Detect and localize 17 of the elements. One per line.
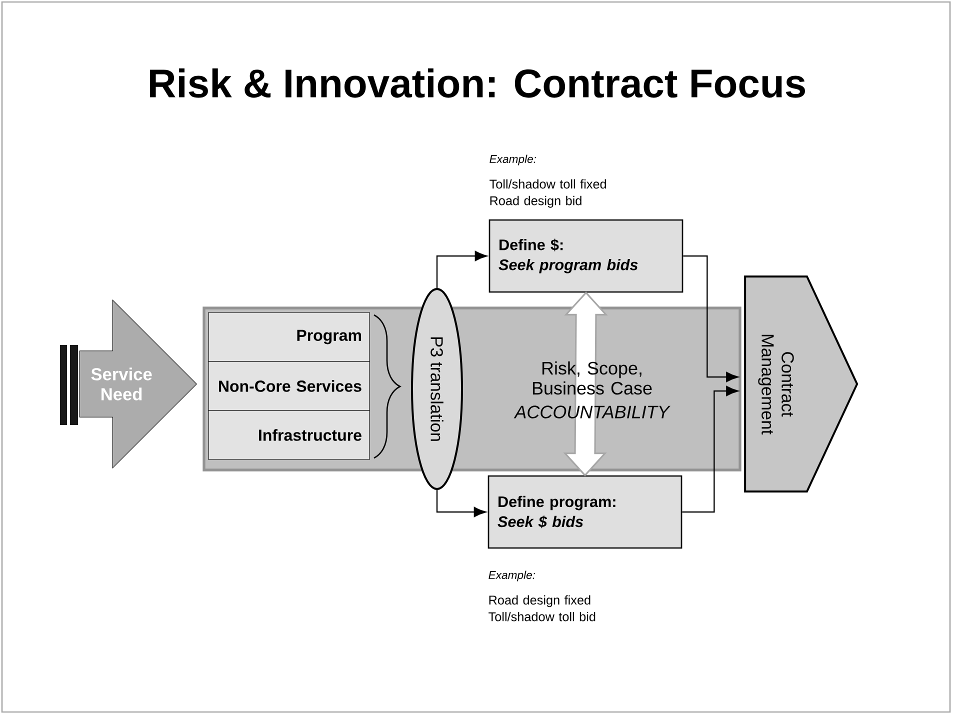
- arrow: [683, 255, 738, 382]
- arrow: [682, 386, 738, 513]
- band-label: ACCOUNTABILITY: [514, 406, 670, 418]
- example-note: Road design fixed Toll/shadow toll bid: [488, 595, 596, 622]
- example-heading: Example:: [490, 154, 536, 166]
- band-label: Risk, Scope, Business Case: [532, 361, 652, 395]
- arrow: [436, 250, 488, 288]
- process-box: Define program: Seek $ bids: [488, 475, 682, 549]
- slide-title: Risk & Innovation: Contract Focus: [150, 68, 805, 98]
- stack-cell: Program: [208, 312, 370, 362]
- example-note: Toll/shadow toll fixed Road design bid: [490, 179, 606, 208]
- process-box: Define $: Seek program bids: [488, 219, 684, 293]
- chevron: Contract Management: [744, 276, 858, 492]
- stack-cell: Infrastructure: [208, 410, 370, 460]
- stack-cell: Non-Core Services: [208, 361, 370, 411]
- example-heading: Example:: [488, 570, 536, 582]
- arrow: [436, 490, 486, 518]
